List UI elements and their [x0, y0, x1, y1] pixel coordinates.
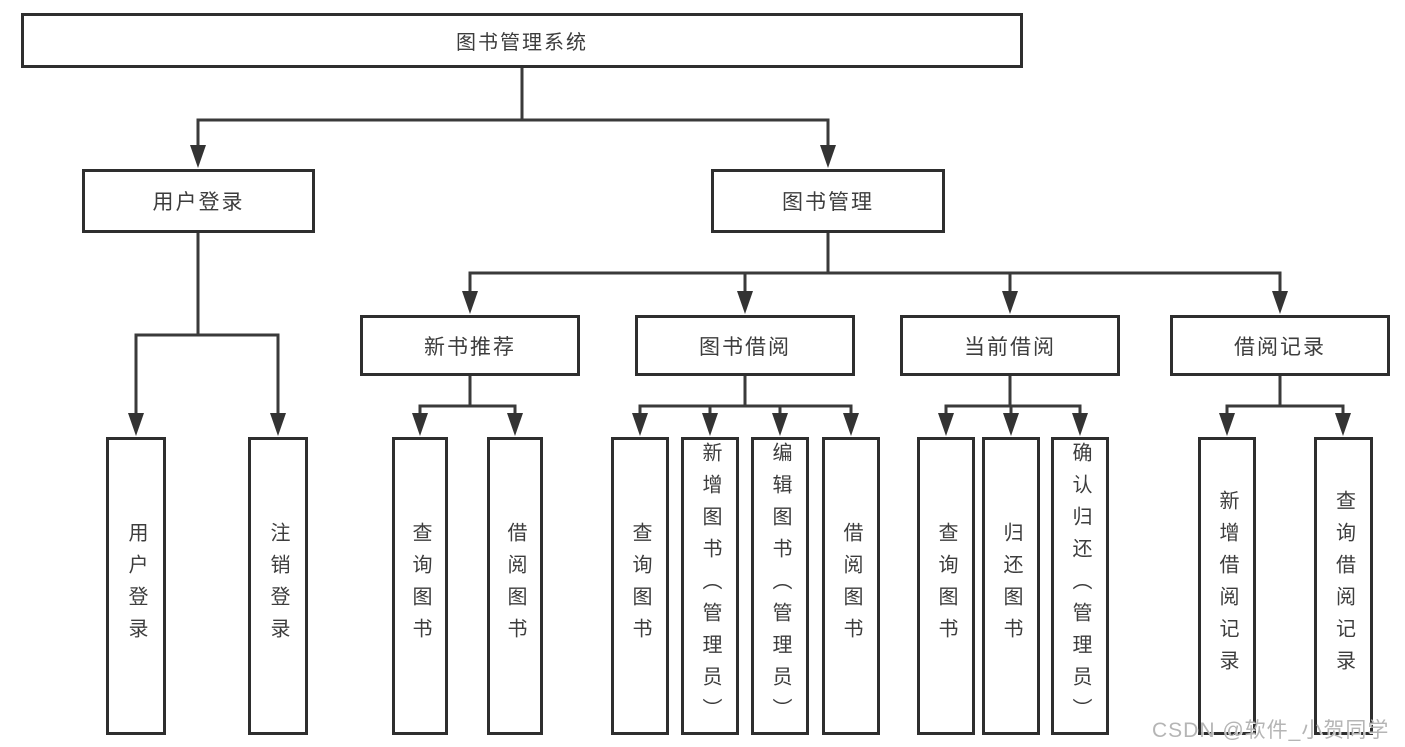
- leaf-query-books-current: 查询图书: [917, 437, 975, 735]
- node-label: 用户登录: [152, 191, 245, 214]
- leaf-query-books-borrowing: 查询图书: [611, 437, 669, 735]
- leaf-borrow-books-recommend: 借阅图书: [487, 437, 543, 735]
- node-label: 编辑图书（管理员）: [769, 442, 791, 730]
- node-user-login: 用户登录: [82, 169, 315, 233]
- leaf-add-books-admin: 新增图书（管理员）: [681, 437, 739, 735]
- node-label: 新书推荐: [424, 335, 516, 359]
- node-label: 用户登录: [125, 522, 147, 650]
- node-label: 查询借阅记录: [1332, 490, 1355, 682]
- leaf-logout-login: 注销登录: [248, 437, 308, 735]
- node-label: 借阅图书: [504, 522, 526, 650]
- node-book-management: 图书管理: [711, 169, 945, 233]
- node-label: 归还图书: [1000, 522, 1022, 650]
- node-label: 查询图书: [409, 522, 431, 650]
- node-label: 注销登录: [267, 522, 289, 650]
- leaf-user-login: 用户登录: [106, 437, 166, 735]
- node-borrow-records: 借阅记录: [1170, 315, 1390, 376]
- arrowheads: [128, 145, 1351, 436]
- csdn-watermark: CSDN @软件_小贺同学: [1152, 719, 1390, 742]
- node-label: 查询图书: [629, 522, 651, 650]
- node-label: 借阅记录: [1234, 335, 1326, 359]
- node-label: 图书借阅: [699, 335, 791, 359]
- leaf-edit-books-admin: 编辑图书（管理员）: [751, 437, 809, 735]
- node-label: 新增借阅记录: [1216, 490, 1238, 682]
- node-root-system: 图书管理系统: [21, 13, 1023, 68]
- node-label: 查询图书: [935, 522, 957, 650]
- leaf-borrow-books: 借阅图书: [822, 437, 880, 735]
- leaf-return-books: 归还图书: [982, 437, 1040, 735]
- node-current-borrowing: 当前借阅: [900, 315, 1120, 376]
- node-book-borrowing: 图书借阅: [635, 315, 855, 376]
- leaf-query-borrow-record: 查询借阅记录: [1314, 437, 1373, 735]
- node-label: 确认归还（管理员）: [1069, 442, 1091, 730]
- leaf-confirm-return-admin: 确认归还（管理员）: [1051, 437, 1109, 735]
- node-new-book-recommendation: 新书推荐: [360, 315, 580, 376]
- leaf-add-borrow-record: 新增借阅记录: [1198, 437, 1256, 735]
- node-label: 借阅图书: [840, 522, 862, 650]
- node-label: 新增图书（管理员）: [699, 442, 721, 730]
- leaf-query-books-recommend: 查询图书: [392, 437, 448, 735]
- node-label: 当前借阅: [964, 335, 1056, 359]
- node-label: 图书管理: [782, 191, 874, 214]
- node-label: 图书管理系统: [456, 32, 588, 54]
